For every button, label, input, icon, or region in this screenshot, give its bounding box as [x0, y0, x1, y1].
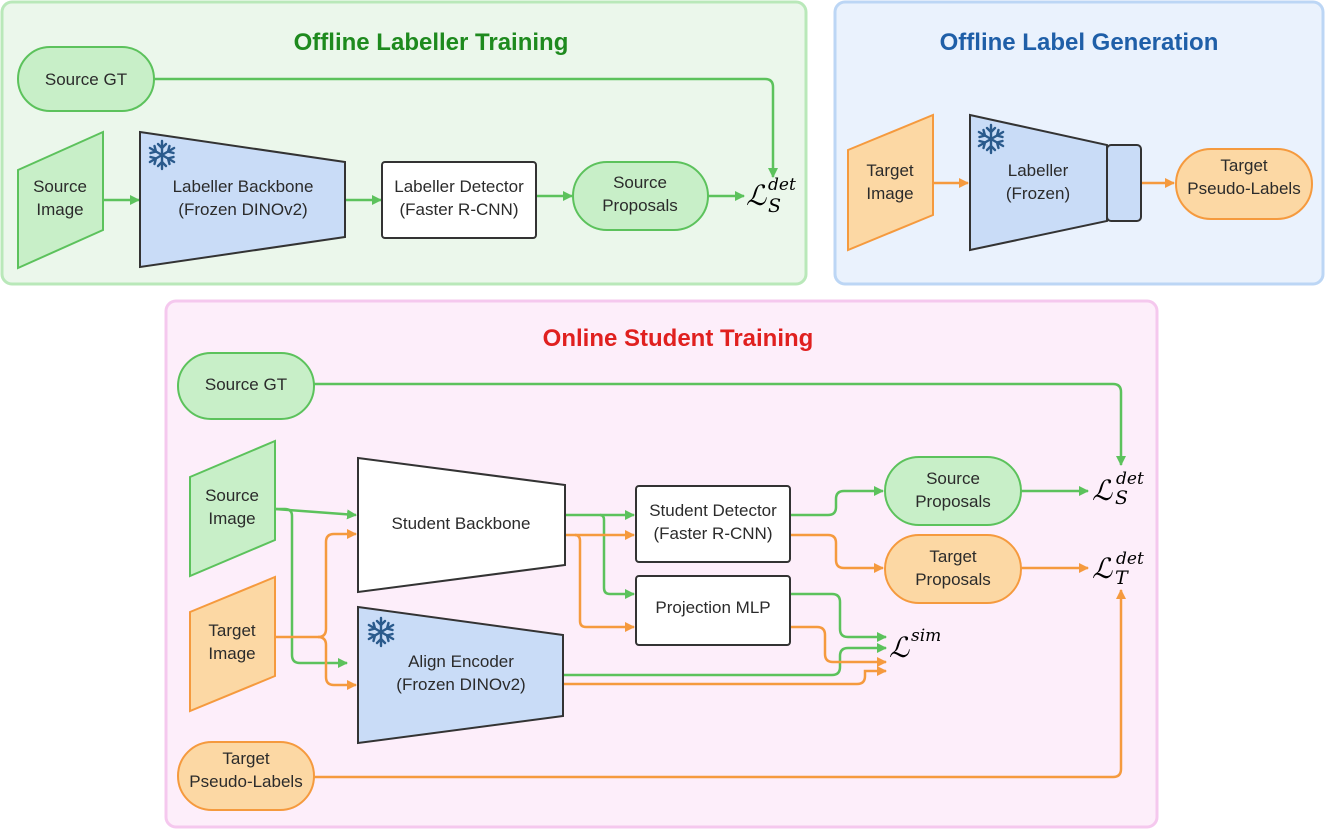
svg-text:Source: Source — [33, 177, 87, 196]
svg-text:Proposals: Proposals — [602, 196, 678, 215]
svg-text:Pseudo-Labels: Pseudo-Labels — [1187, 179, 1300, 198]
svg-text:ℒ: ℒ — [746, 179, 767, 212]
svg-text:Image: Image — [208, 644, 255, 663]
panel-offline-labeller-training: Offline Labeller Training Source GT Sour… — [0, 0, 808, 286]
svg-text:(Frozen): (Frozen) — [1006, 184, 1070, 203]
online-source-proposals-node: Source Proposals — [884, 456, 1022, 526]
source-proposals-node: Source Proposals — [572, 161, 709, 231]
svg-text:ℒ: ℒ — [1092, 552, 1113, 585]
svg-text:Proposals: Proposals — [915, 492, 991, 511]
svg-text:(Faster R-CNN): (Faster R-CNN) — [654, 524, 773, 543]
labeller-detector-node: Labeller Detector (Faster R-CNN) — [381, 161, 537, 239]
svg-text:det: det — [768, 175, 796, 195]
svg-text:sim: sim — [911, 626, 941, 646]
panel-title: Offline Labeller Training — [294, 29, 569, 56]
student-backbone-node: Student Backbone — [357, 456, 566, 594]
svg-text:S: S — [1115, 487, 1128, 509]
labeller-backbone-node: Labeller Backbone (Frozen DINOv2) — [139, 130, 346, 269]
panel-title: Offline Label Generation — [940, 29, 1219, 56]
svg-text:det: det — [1116, 469, 1144, 489]
online-source-image-node: Source Image — [189, 439, 276, 578]
labeller-frozen-node: Labeller (Frozen) — [969, 113, 1142, 252]
svg-text:Source GT: Source GT — [205, 375, 287, 394]
svg-text:Labeller Backbone: Labeller Backbone — [173, 177, 314, 196]
svg-text:Image: Image — [208, 509, 255, 528]
loss-source-det: ℒ det S — [746, 175, 796, 217]
svg-text:T: T — [1115, 567, 1129, 589]
svg-text:ℒ: ℒ — [1092, 474, 1113, 507]
svg-text:Proposals: Proposals — [915, 570, 991, 589]
svg-text:(Faster R-CNN): (Faster R-CNN) — [400, 200, 519, 219]
svg-text:Image: Image — [866, 184, 913, 203]
svg-text:Student Detector: Student Detector — [649, 501, 777, 520]
orange-flows — [275, 529, 1126, 779]
svg-text:Source: Source — [205, 486, 259, 505]
online-pseudo-labels-node: Target Pseudo-Labels — [177, 741, 315, 811]
online-source-gt-node: Source GT — [177, 352, 315, 420]
svg-text:Target: Target — [1220, 156, 1268, 175]
svg-text:S: S — [768, 195, 781, 217]
labeller-head — [1106, 144, 1142, 222]
student-detector-node: Student Detector (Faster R-CNN) — [635, 485, 791, 563]
panel-title: Online Student Training — [543, 325, 814, 352]
projection-mlp-node: Projection MLP — [635, 575, 791, 646]
svg-text:Pseudo-Labels: Pseudo-Labels — [189, 772, 302, 791]
svg-text:Image: Image — [36, 200, 83, 219]
svg-text:Align Encoder: Align Encoder — [408, 652, 514, 671]
target-image-node: Target Image — [847, 113, 934, 252]
svg-text:Target: Target — [866, 161, 914, 180]
panel-offline-label-generation: Offline Label Generation Target Image La… — [833, 0, 1325, 286]
svg-text:Target: Target — [929, 547, 977, 566]
arrow-gt-to-loss — [154, 77, 778, 178]
align-encoder-node: Align Encoder (Frozen DINOv2) — [357, 605, 564, 745]
svg-text:Source GT: Source GT — [45, 70, 127, 89]
loss-source-det-online: ℒ det S — [1092, 469, 1144, 509]
target-pseudo-labels-node: Target Pseudo-Labels — [1175, 148, 1313, 220]
panel-online-student-training: Online Student Training — [164, 299, 1159, 829]
svg-text:Source: Source — [613, 173, 667, 192]
source-gt-node: Source GT — [17, 46, 155, 112]
svg-text:Target: Target — [208, 621, 256, 640]
svg-text:Student Backbone: Student Backbone — [392, 514, 531, 533]
svg-text:Projection MLP: Projection MLP — [655, 598, 770, 617]
loss-sim: ℒ sim — [889, 626, 941, 664]
svg-text:Labeller: Labeller — [1008, 161, 1069, 180]
svg-text:(Frozen DINOv2): (Frozen DINOv2) — [178, 200, 307, 219]
svg-text:det: det — [1116, 549, 1144, 569]
svg-text:Labeller Detector: Labeller Detector — [394, 177, 524, 196]
svg-text:Target: Target — [222, 749, 270, 768]
online-target-proposals-node: Target Proposals — [884, 534, 1022, 604]
svg-text:ℒ: ℒ — [889, 631, 910, 664]
svg-text:Source: Source — [926, 469, 980, 488]
loss-target-det-online: ℒ det T — [1092, 549, 1144, 589]
svg-text:(Frozen DINOv2): (Frozen DINOv2) — [396, 675, 525, 694]
source-image-node: Source Image — [17, 130, 104, 270]
online-target-image-node: Target Image — [189, 575, 276, 713]
